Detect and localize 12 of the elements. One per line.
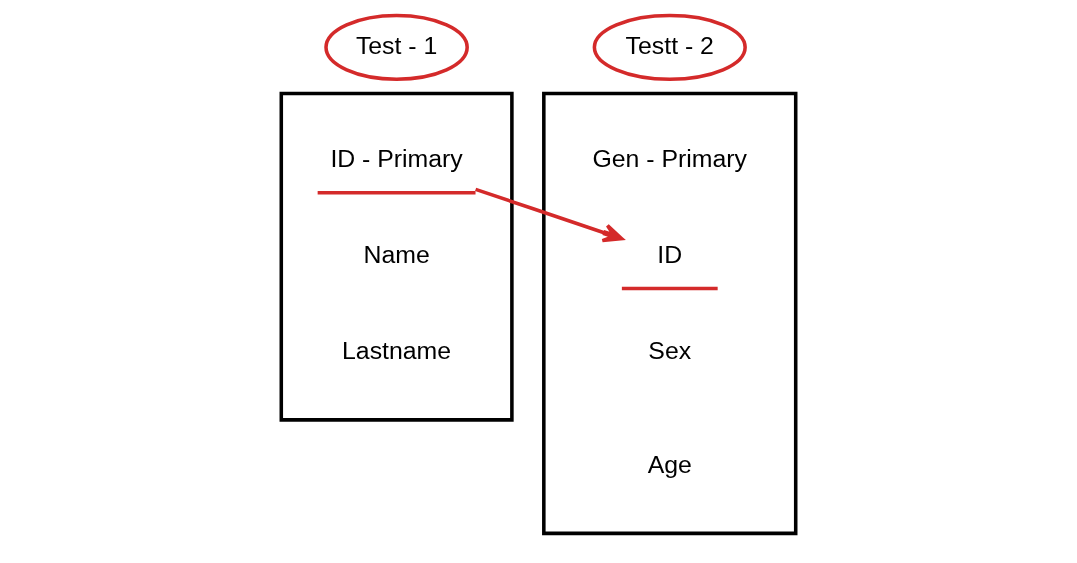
arrow bbox=[475, 187, 624, 243]
node-text: Gen - Primary bbox=[592, 145, 748, 173]
node-text: Sex bbox=[648, 337, 692, 365]
cluster bbox=[542, 91, 798, 536]
node-text: Age bbox=[647, 450, 692, 478]
node-text: Lastname bbox=[342, 337, 452, 365]
node-text: Name bbox=[363, 241, 430, 269]
node-text: ID bbox=[657, 241, 683, 269]
node-text: ID - Primary bbox=[330, 145, 463, 173]
cluster bbox=[279, 91, 514, 422]
node-ellipse: Testt - 2 bbox=[592, 13, 747, 82]
node-ellipse: Test - 1 bbox=[324, 13, 469, 82]
